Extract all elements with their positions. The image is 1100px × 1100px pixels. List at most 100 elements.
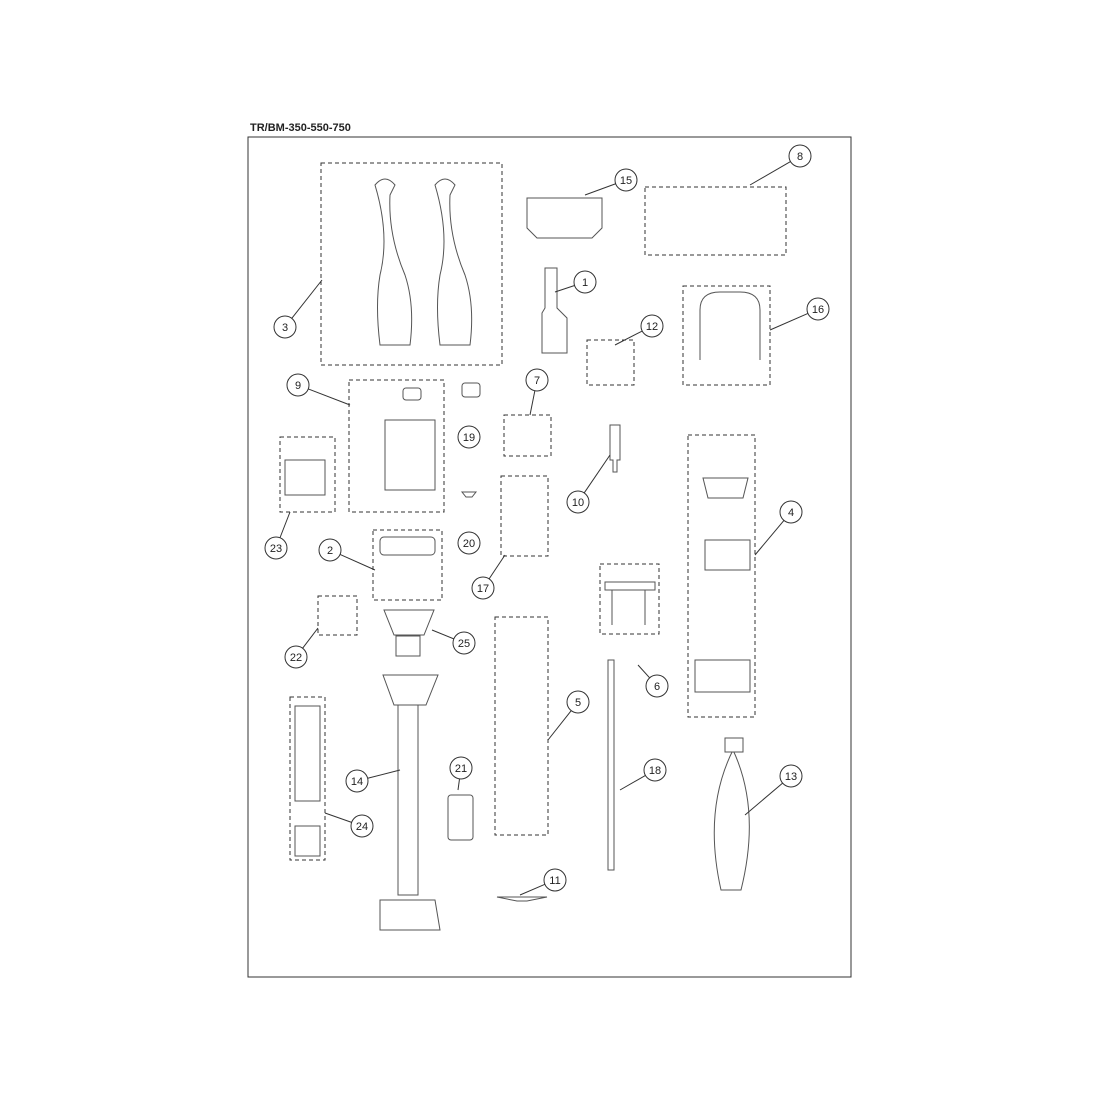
part-21 [447,794,474,841]
leader-line [547,710,572,741]
callout-16: 16 [806,297,830,321]
callout-number: 4 [788,507,794,519]
callout-number: 14 [351,776,363,788]
callout-circle [573,270,597,294]
callout-circle [614,168,638,192]
part-group-box [348,379,445,513]
callout-number: 12 [646,321,658,333]
callout-number: 9 [295,380,301,392]
callout-circle [788,144,812,168]
leader-line [324,812,352,823]
callout-13: 13 [779,764,803,788]
callout-number: 17 [477,583,489,595]
leader-line [583,454,611,494]
callout-7: 7 [525,368,549,392]
part-24-sleeve [294,705,321,802]
part-group-box [682,285,771,386]
part-19 [461,382,481,398]
callout-circle [779,764,803,788]
part-10-gear [609,424,621,473]
part-group-box [687,434,756,718]
part-6 [604,581,656,625]
callout-number: 8 [797,151,803,163]
callout-10: 10 [566,490,590,514]
leader-line [302,627,319,649]
part-13-strap [713,748,750,891]
callout-number: 18 [649,765,661,777]
leader-line [279,511,291,538]
part-18-driveshaft [607,659,615,871]
part-11-blade [496,896,548,902]
leader-line [519,883,546,896]
callout-number: 11 [549,875,560,887]
leader-line [488,554,506,580]
leader-line [749,161,791,186]
callout-number: 25 [458,638,470,650]
callout-22: 22 [284,645,308,669]
leader-line [529,390,536,416]
leader-line [637,664,650,679]
part-4-base [694,659,751,693]
callout-9: 9 [286,373,310,397]
callout-circle [264,536,288,560]
handle-half-left [374,178,413,346]
callout-number: 7 [534,375,540,387]
callout-2: 2 [318,538,342,562]
callout-4: 4 [779,500,803,524]
part-group-box [500,475,549,557]
callout-23: 23 [264,536,288,560]
callout-number: 3 [282,322,288,334]
part-group-box [317,595,358,636]
leader-line [584,183,616,196]
callout-8: 8 [788,144,812,168]
part-13-buckle [724,737,744,753]
callout-21: 21 [449,756,473,780]
callout-circle [452,631,476,655]
part-2-cover [379,536,436,556]
part-23 [284,459,326,496]
callout-6: 6 [645,674,669,698]
part-group-box [279,436,336,513]
callout-circle [449,756,473,780]
leader-line [457,778,461,791]
callout-circle [457,425,481,449]
callout-number: 20 [463,538,475,550]
callout-12: 12 [640,314,664,338]
part-15-bracket [526,197,603,239]
callout-17: 17 [471,576,495,600]
callout-number: 6 [654,681,660,693]
callout-circle [640,314,664,338]
callout-number: 15 [620,175,632,187]
part-9-motor [384,419,436,491]
leader-line [754,520,785,556]
leader-line [339,554,376,571]
callout-circle [806,297,830,321]
callout-number: 21 [455,763,467,775]
callout-1: 1 [573,270,597,294]
part-16-cord [699,291,761,360]
callout-11: 11 [543,868,567,892]
callout-number: 19 [463,432,475,444]
leader-line [308,388,351,406]
part-14-bell [379,899,441,931]
part-9-cap [402,387,422,401]
part-group-box [503,414,552,457]
part-14-shaft [397,704,419,896]
callout-number: 2 [327,545,333,557]
part-25-base [395,635,421,657]
leader-line [431,629,454,640]
leader-line [744,782,783,816]
callout-circle [566,690,590,714]
leader-line [291,279,323,319]
part-group-box [289,696,326,861]
model-title: TR/BM-350-550-750 [250,122,351,134]
callout-number: 1 [582,277,588,289]
diagram-frame [247,136,852,978]
part-25-coupling [383,609,435,636]
leader-line [769,312,809,331]
callout-number: 13 [785,771,797,783]
callout-circle [457,531,481,555]
callout-5: 5 [566,690,590,714]
callout-number: 10 [572,497,584,509]
